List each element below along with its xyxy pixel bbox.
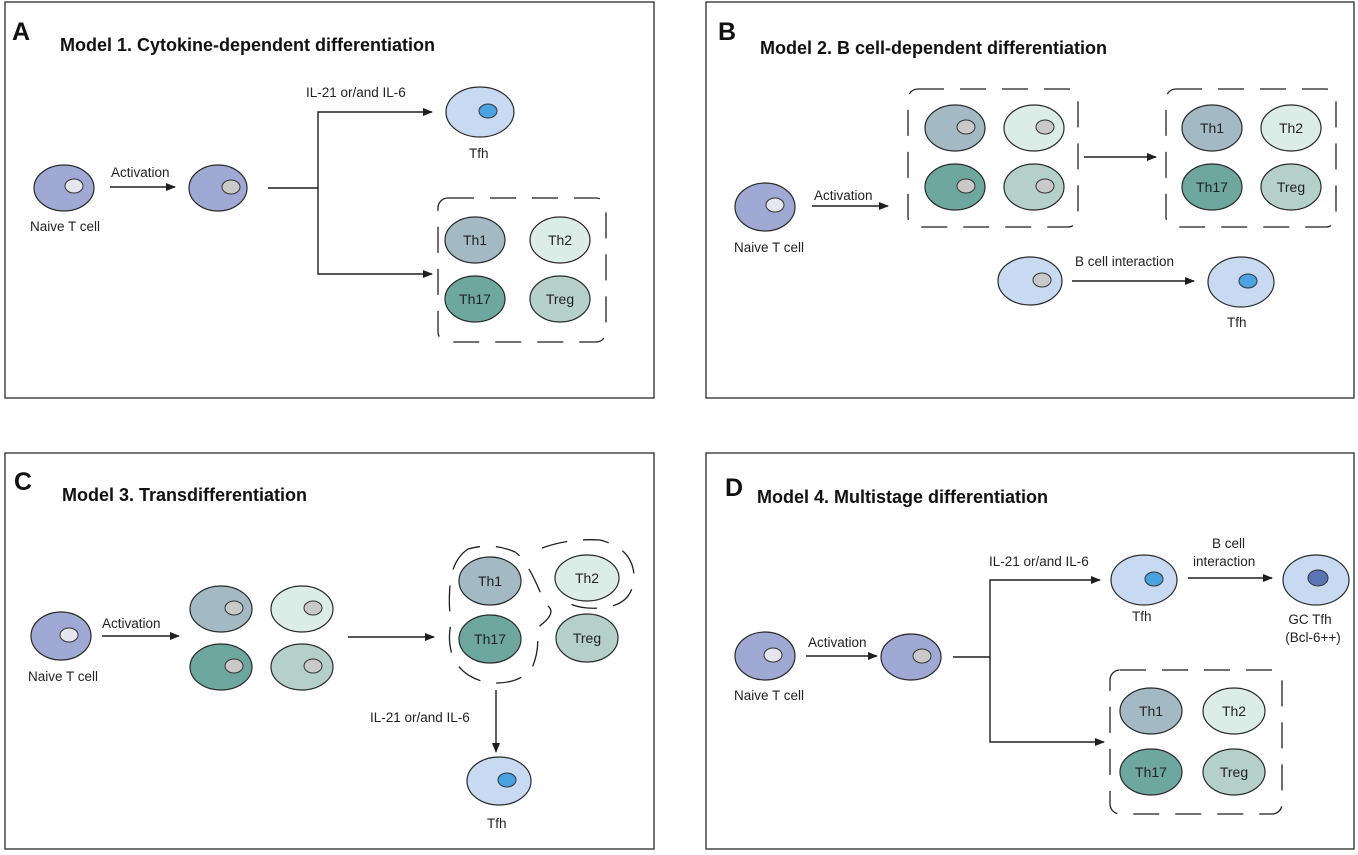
th1-label: Th1 — [463, 232, 487, 248]
th17-label: Th17 — [459, 291, 491, 307]
naive-label: Naive T cell — [734, 688, 804, 703]
gc-tfh-cell-icon — [1282, 554, 1350, 606]
cytokine-label: IL-21 or/and IL-6 — [306, 85, 406, 100]
th1-label: Th1 — [478, 573, 502, 589]
tfh-cell-icon — [445, 86, 515, 138]
treg-cell-icon: Treg — [1202, 748, 1266, 796]
cytokine-label: IL-21 or/and IL-6 — [989, 554, 1089, 569]
tfh-cell-icon — [1207, 256, 1275, 308]
th17-cell-icon: Th17 — [1119, 748, 1183, 796]
activated-cell-icon — [1003, 163, 1065, 211]
th17-cell-icon: Th17 — [1181, 163, 1243, 211]
th2-label: Th2 — [1279, 120, 1303, 136]
activated-cell-icon — [188, 164, 248, 212]
treg-cell-icon: Treg — [1260, 163, 1322, 211]
arrow-right-icon — [268, 108, 433, 189]
treg-cell-icon: Treg — [529, 275, 591, 323]
tfh-label: Tfh — [1227, 315, 1247, 330]
arrow-right-icon — [953, 576, 1101, 658]
treg-label: Treg — [1220, 764, 1248, 780]
panel-c-title: Model 3. Transdifferentiation — [62, 485, 307, 505]
activated-cell-icon — [924, 104, 986, 152]
th1-cell-icon: Th1 — [1119, 687, 1183, 735]
th17-label: Th17 — [1135, 764, 1167, 780]
precursor-cell-icon — [997, 256, 1063, 306]
tfh-label: Tfh — [469, 146, 489, 161]
panel-a-letter: A — [12, 18, 30, 46]
panel-d-letter: D — [725, 474, 743, 502]
panel-b-title: Model 2. B cell-dependent differentiatio… — [760, 38, 1107, 58]
th2-cell-icon: Th2 — [554, 554, 620, 602]
activation-label: Activation — [808, 635, 867, 650]
th2-cell-icon: Th2 — [529, 216, 591, 264]
th2-label: Th2 — [548, 232, 572, 248]
th1-label: Th1 — [1139, 703, 1163, 719]
naive-label: Naive T cell — [734, 240, 804, 255]
panel-b: B Model 2. B cell-dependent differentiat… — [705, 1, 1355, 399]
treg-cell-icon: Treg — [555, 613, 619, 663]
naive-label: Naive T cell — [30, 219, 100, 234]
th1-cell-icon: Th1 — [1181, 104, 1243, 152]
tfh-label: Tfh — [487, 816, 507, 831]
activation-label: Activation — [814, 188, 873, 203]
arrow-right-icon — [989, 657, 1105, 746]
gc-tfh-label: GC Tfh — [1288, 612, 1331, 627]
tfh-label: Tfh — [1132, 609, 1152, 624]
activated-group-box — [907, 88, 1079, 228]
arrow-right-icon — [317, 188, 433, 278]
th2-cell-icon: Th2 — [1260, 104, 1322, 152]
panel-a-frame — [4, 1, 655, 399]
th1-label: Th1 — [1200, 120, 1224, 136]
naive-cell-icon — [33, 164, 95, 212]
th17-cell-icon: Th17 — [458, 614, 522, 664]
activated-cell-icon — [270, 643, 334, 691]
naive-cell-icon — [734, 182, 796, 232]
transdiff-dashed-outline — [448, 539, 635, 684]
panel-c: C Model 3. Transdifferentiation Naive T … — [4, 452, 655, 850]
activated-cell-icon — [189, 643, 253, 691]
activated-cell-icon — [924, 163, 986, 211]
activated-cell-icon — [880, 633, 942, 681]
subset-group-box — [437, 197, 607, 343]
th1-cell-icon: Th1 — [458, 556, 522, 606]
interaction-label-line2: interaction — [1193, 554, 1255, 569]
interaction-label-line1: B cell — [1212, 536, 1245, 551]
activated-cell-icon — [189, 585, 253, 633]
panel-c-frame — [4, 452, 655, 850]
activation-label: Activation — [111, 165, 170, 180]
cytokine-label: IL-21 or/and IL-6 — [370, 710, 470, 725]
b-cell-interaction-label: B cell interaction — [1075, 254, 1174, 269]
panel-d-title: Model 4. Multistage differentiation — [757, 487, 1048, 507]
subset-group-box — [1165, 88, 1337, 228]
subset-group-box — [1109, 669, 1283, 815]
panel-d-frame — [705, 452, 1355, 850]
th2-label: Th2 — [1222, 703, 1246, 719]
treg-label: Treg — [573, 630, 601, 646]
panel-d: D Model 4. Multistage differentiation Na… — [705, 452, 1355, 850]
naive-label: Naive T cell — [28, 669, 98, 684]
panel-b-letter: B — [718, 18, 736, 46]
panel-a: A Model 1. Cytokine-dependent differenti… — [4, 1, 655, 399]
th17-cell-icon: Th17 — [444, 275, 506, 323]
th2-label: Th2 — [575, 570, 599, 586]
naive-cell-icon — [734, 631, 796, 681]
treg-label: Treg — [546, 291, 574, 307]
activated-cell-icon — [1003, 104, 1065, 152]
tfh-cell-icon — [1110, 554, 1178, 606]
activation-label: Activation — [102, 616, 161, 631]
th1-cell-icon: Th1 — [444, 216, 506, 264]
tfh-cell-icon — [466, 756, 532, 806]
th17-label: Th17 — [474, 631, 506, 647]
bcl6-label: (Bcl-6++) — [1285, 630, 1341, 645]
th2-cell-icon: Th2 — [1202, 687, 1266, 735]
naive-cell-icon — [30, 611, 92, 661]
panel-a-title: Model 1. Cytokine-dependent differentiat… — [60, 35, 435, 55]
panel-c-letter: C — [14, 468, 32, 496]
treg-label: Treg — [1277, 179, 1305, 195]
th17-label: Th17 — [1196, 179, 1228, 195]
activated-cell-icon — [270, 585, 334, 633]
